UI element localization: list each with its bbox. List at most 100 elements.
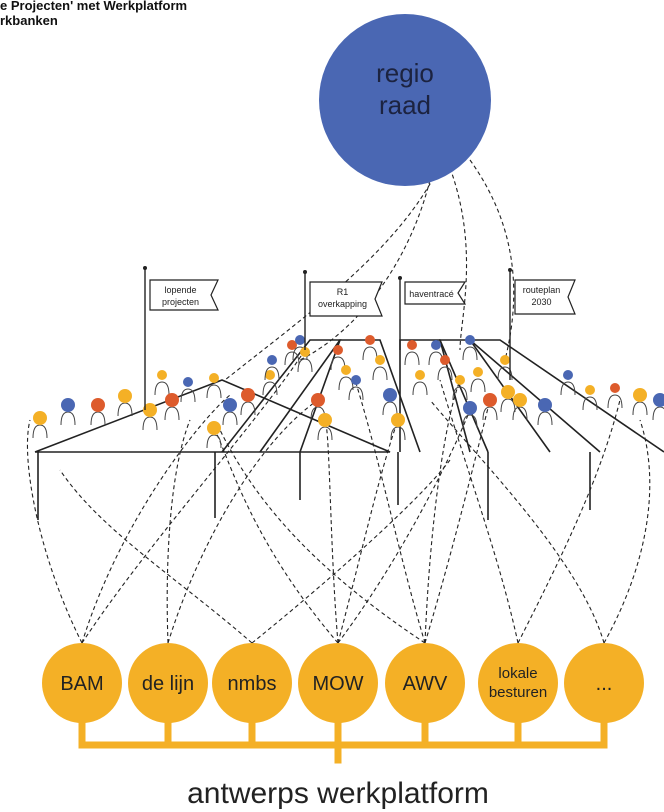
workbank-table bbox=[221, 339, 342, 453]
flag-label-line1: routeplan bbox=[523, 285, 561, 295]
person-icon bbox=[404, 340, 420, 366]
flag-label-line2: overkapping bbox=[318, 299, 367, 309]
person-icon bbox=[382, 388, 398, 416]
partner-node-2: de lijn bbox=[128, 643, 208, 723]
person-icon bbox=[297, 347, 313, 373]
header-title: e Projecten' met Werkplatform bbox=[0, 0, 188, 13]
person-icon bbox=[222, 398, 238, 426]
partner-label: lokale bbox=[498, 665, 537, 682]
person-icon bbox=[537, 398, 553, 426]
person-icon bbox=[240, 388, 256, 416]
person-icon bbox=[262, 370, 278, 396]
dashed-connection bbox=[59, 469, 253, 644]
person-icon bbox=[512, 393, 528, 421]
person-icon bbox=[90, 398, 106, 426]
regio-raad-label-1: regio bbox=[376, 58, 434, 88]
flag-label-line1: R1 bbox=[337, 287, 349, 297]
dashed-connection bbox=[354, 379, 426, 644]
flag-3: haventracé bbox=[398, 276, 467, 350]
person-icon bbox=[338, 365, 354, 391]
dashed-connection bbox=[424, 399, 491, 644]
flag-label-line2: projecten bbox=[162, 297, 199, 307]
partner-node-4: MOW bbox=[298, 643, 378, 723]
dashed-connection bbox=[213, 427, 339, 644]
person-icon bbox=[582, 385, 598, 411]
person-icon bbox=[117, 389, 133, 417]
dashed-connection bbox=[166, 419, 191, 644]
person-icon bbox=[206, 373, 222, 399]
flag-label-line1: lopende bbox=[164, 285, 196, 295]
person-icon bbox=[32, 411, 48, 439]
person-icon bbox=[632, 388, 648, 416]
partner-node-1: BAM bbox=[42, 643, 122, 723]
dashed-connection bbox=[324, 419, 339, 644]
dashed-connection bbox=[337, 409, 471, 644]
person-icon bbox=[142, 403, 158, 431]
person-icon bbox=[164, 393, 180, 421]
partner-label: nmbs bbox=[228, 673, 277, 695]
dashed-connection bbox=[251, 459, 451, 644]
flag-4: routeplan 2030 bbox=[508, 268, 576, 380]
flag-2: R1 overkapping bbox=[303, 270, 383, 350]
dashed-connection bbox=[224, 164, 441, 381]
person-icon bbox=[154, 370, 170, 396]
dashed-connection bbox=[469, 159, 515, 361]
flag-1: lopende projecten bbox=[143, 266, 219, 410]
person-icon bbox=[206, 421, 222, 449]
person-icon bbox=[607, 383, 623, 409]
person-icon bbox=[652, 393, 664, 421]
workbank-table bbox=[399, 339, 489, 453]
person-icon bbox=[470, 367, 486, 393]
project-flags: lopende projecten R1 overkapping haventracé r… bbox=[143, 266, 576, 410]
dashed-connection bbox=[299, 179, 431, 361]
person-icon bbox=[462, 401, 478, 429]
person-icon bbox=[412, 370, 428, 396]
person-icon bbox=[452, 375, 468, 401]
participants bbox=[32, 335, 664, 449]
workbank-table bbox=[34, 379, 391, 453]
regio-raad-label-2: raad bbox=[379, 90, 431, 120]
workbank-table bbox=[438, 339, 601, 453]
person-icon bbox=[390, 413, 406, 441]
workbanks bbox=[34, 339, 664, 520]
connection-lines bbox=[26, 159, 651, 644]
dashed-connection bbox=[603, 419, 651, 644]
person-icon bbox=[362, 335, 378, 361]
dashed-connection bbox=[219, 429, 426, 644]
partner-nodes: BAM de lijn nmbs MOW AWV lokale besturen... bbox=[42, 643, 644, 723]
flag-label-line1: haventracé bbox=[409, 289, 454, 299]
dashed-connection bbox=[337, 419, 399, 644]
regio-raad-node: regio raad bbox=[319, 14, 491, 186]
person-icon bbox=[264, 355, 280, 381]
dashed-connection bbox=[81, 349, 306, 644]
partner-node-7: ... bbox=[564, 643, 644, 723]
person-icon bbox=[317, 413, 333, 441]
dashed-connection bbox=[429, 399, 605, 644]
person-icon bbox=[372, 355, 388, 381]
dashed-connection bbox=[81, 394, 231, 644]
person-icon bbox=[497, 355, 513, 381]
partner-node-3: nmbs bbox=[212, 643, 292, 723]
dashed-connection bbox=[517, 399, 621, 644]
person-icon bbox=[482, 393, 498, 421]
person-icon bbox=[462, 335, 478, 361]
dashed-connection bbox=[424, 379, 461, 644]
dashed-connection bbox=[449, 167, 468, 351]
partner-label: de lijn bbox=[142, 673, 194, 695]
person-icon bbox=[60, 398, 76, 426]
partner-label: ... bbox=[596, 673, 613, 695]
person-icon bbox=[500, 385, 516, 413]
partner-label: AWV bbox=[403, 673, 448, 695]
flag-label-line2: 2030 bbox=[531, 297, 551, 307]
dashed-connection bbox=[167, 399, 319, 644]
person-icon bbox=[284, 340, 300, 366]
partner-node-6: lokale besturen bbox=[478, 643, 558, 723]
platform-bar bbox=[78, 714, 608, 764]
dashed-connection bbox=[439, 379, 519, 644]
person-icon bbox=[560, 370, 576, 396]
dashed-connection bbox=[26, 419, 83, 644]
partner-label-2: besturen bbox=[489, 684, 547, 701]
person-icon bbox=[348, 375, 364, 401]
partner-label: BAM bbox=[60, 673, 103, 695]
